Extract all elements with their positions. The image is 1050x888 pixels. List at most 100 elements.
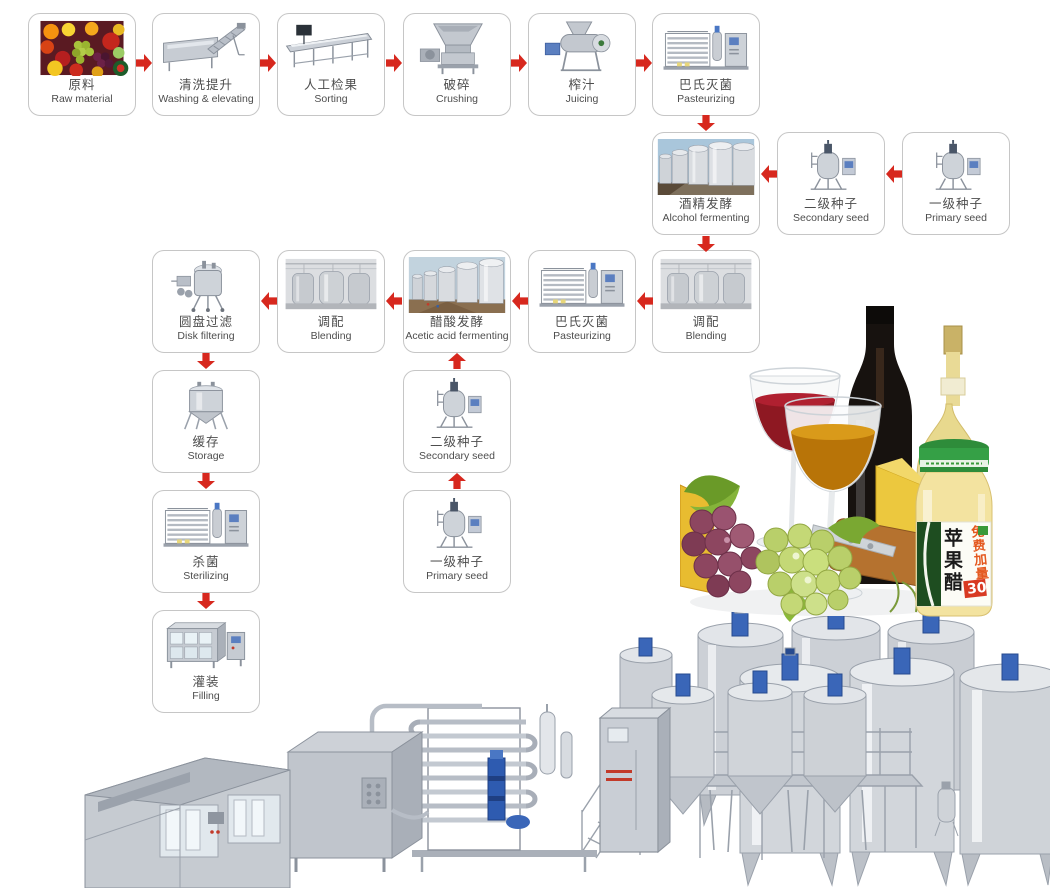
crusher-housing-unit: [286, 731, 430, 872]
station-label-zh: 破碎: [443, 78, 471, 92]
station-label-zh: 二级种子: [803, 197, 858, 211]
arrow-washing-to-sorting: [260, 54, 276, 72]
station-primary-seed-1: 一级种子 Primary seed: [902, 132, 1010, 235]
station-blending-1: 调配 Blending: [652, 250, 760, 353]
crusher-image: [404, 19, 510, 77]
vinegar-bottle-front-label: 苹果醋 免费加量 30: [916, 521, 992, 607]
station-label-zh: 一级种子: [429, 555, 484, 569]
cip-vessel: [934, 781, 959, 837]
arrow-storage-to-sterilizing: [197, 473, 215, 489]
seed-fermenter-image: [404, 496, 510, 554]
production-line-render: [84, 604, 1050, 888]
station-label-en: Blending: [685, 330, 727, 342]
filling-machine-image: [153, 616, 259, 674]
station-label-zh: 酒精发酵: [678, 197, 733, 211]
station-label-en: Blending: [310, 330, 352, 342]
arrow-pasteurizing-to-alcohol: [697, 115, 715, 131]
seed-fermenter-image: [404, 376, 510, 434]
station-label-en: Sorting: [314, 93, 348, 105]
station-storage: 缓存 Storage: [152, 370, 260, 473]
arrow-acetic-to-blending: [386, 292, 402, 310]
vinegar-badge-number: 30: [966, 580, 987, 598]
product-showcase-image: 苹果醋 免费加量 30: [680, 306, 993, 622]
vinegar-bottle: 苹果醋 免费加量 30: [915, 439, 993, 617]
disk-filter-image: [153, 256, 259, 314]
arrow-blending-to-disk-filtering: [261, 292, 277, 310]
blending-tanks-photo: [653, 256, 759, 314]
seed-fermenter-image: [903, 138, 1009, 196]
acetic-fermenting-tanks-photo: [404, 256, 510, 314]
station-label-zh: 清洗提升: [178, 78, 233, 92]
station-pasteurizing-2: 巴氏灭菌 Pasteurizing: [528, 250, 636, 353]
pump-blue: [487, 750, 530, 829]
station-label-en: Secondary seed: [793, 212, 869, 224]
station-filling: 灌装 Filling: [152, 610, 260, 713]
seed-fermenter-image: [778, 138, 884, 196]
station-label-en: Juicing: [565, 93, 599, 105]
arrow-disk-to-storage: [197, 353, 215, 369]
arrow-crushing-to-juicing: [511, 54, 527, 72]
arrow-secondary-seed-to-alcohol: [761, 165, 777, 183]
station-label-zh: 醋酸发酵: [429, 315, 484, 329]
station-washing: 清洗提升 Washing & elevating: [152, 13, 260, 116]
station-label-en: Acetic acid fermenting: [405, 330, 509, 342]
station-label-en: Crushing: [435, 93, 479, 105]
station-label-en: Storage: [187, 450, 225, 462]
arrow-primary-seed-to-secondary: [886, 165, 902, 183]
station-alcohol-fermenting: 酒精发酵 Alcohol fermenting: [652, 132, 760, 235]
station-secondary-seed-1: 二级种子 Secondary seed: [777, 132, 885, 235]
station-label-zh: 巴氏灭菌: [554, 315, 609, 329]
arrow-juicing-to-pasteurizing: [636, 54, 652, 72]
station-label-en: Secondary seed: [419, 450, 495, 462]
arrow-secondary-seed-to-acetic: [448, 353, 466, 369]
station-label-en: Sterilizing: [183, 570, 229, 582]
arrow-blending-to-pasteurizing: [637, 292, 653, 310]
station-sorting: 人工检果 Sorting: [277, 13, 385, 116]
control-cabinet: [598, 706, 672, 854]
station-label-zh: 灌装: [192, 675, 220, 689]
station-label-zh: 杀菌: [192, 555, 220, 569]
arrow-pasteurizing-to-acetic: [512, 292, 528, 310]
station-secondary-seed-2: 二级种子 Secondary seed: [403, 370, 511, 473]
station-label-zh: 原料: [68, 78, 96, 92]
station-label-en: Disk filtering: [177, 330, 235, 342]
station-label-en: Pasteurizing: [677, 93, 735, 105]
station-acetic-fermenting: 醋酸发酵 Acetic acid fermenting: [403, 250, 511, 353]
pasteurizer-image: [529, 256, 635, 314]
pasteurizer-image: [653, 19, 759, 77]
station-raw-material: 原料 Raw material: [28, 13, 136, 116]
station-label-zh: 巴氏灭菌: [678, 78, 733, 92]
label-logo: [978, 526, 988, 535]
station-label-en: Primary seed: [925, 212, 987, 224]
green-grapes: [755, 523, 862, 616]
blending-tanks-photo: [278, 256, 384, 314]
station-label-en: Primary seed: [426, 570, 488, 582]
raw-material-image: [29, 19, 135, 77]
storage-tank-image: [153, 376, 259, 434]
station-label-en: Raw material: [51, 93, 113, 105]
sterilizer-image: [153, 496, 259, 554]
station-juicing: 榨汁 Juicing: [528, 13, 636, 116]
station-label-zh: 缓存: [192, 435, 220, 449]
washing-machine-image: [153, 19, 259, 77]
station-label-en: Filling: [192, 690, 220, 702]
station-label-zh: 调配: [317, 315, 345, 329]
alcohol-fermenting-tanks-photo: [653, 138, 759, 196]
station-pasteurizing-1: 巴氏灭菌 Pasteurizing: [652, 13, 760, 116]
juicer-image: [529, 19, 635, 77]
station-label-zh: 调配: [692, 315, 720, 329]
station-label-zh: 榨汁: [568, 78, 596, 92]
station-label-zh: 一级种子: [928, 197, 983, 211]
station-label-zh: 圆盘过滤: [178, 315, 233, 329]
station-blending-2: 调配 Blending: [277, 250, 385, 353]
station-disk-filtering: 圆盘过滤 Disk filtering: [152, 250, 260, 353]
station-label-en: Pasteurizing: [553, 330, 611, 342]
station-label-zh: 二级种子: [429, 435, 484, 449]
arrow-raw-to-washing: [136, 54, 152, 72]
station-label-en: Washing & elevating: [158, 93, 254, 105]
washing-sorting-unit: [84, 757, 291, 888]
station-sterilizing: 杀菌 Sterilizing: [152, 490, 260, 593]
station-label-en: Alcohol fermenting: [662, 212, 750, 224]
station-primary-seed-2: 一级种子 Primary seed: [403, 490, 511, 593]
vinegar-label-text: 苹果醋: [941, 527, 964, 594]
